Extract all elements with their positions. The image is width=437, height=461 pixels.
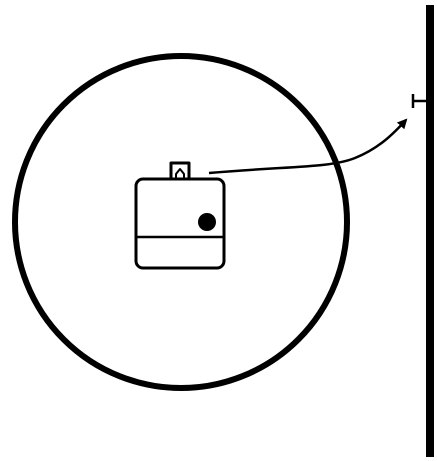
movement-shaft [198,213,216,231]
wall [426,5,434,457]
hang-arrow [209,120,406,173]
wall-nail [413,94,426,108]
